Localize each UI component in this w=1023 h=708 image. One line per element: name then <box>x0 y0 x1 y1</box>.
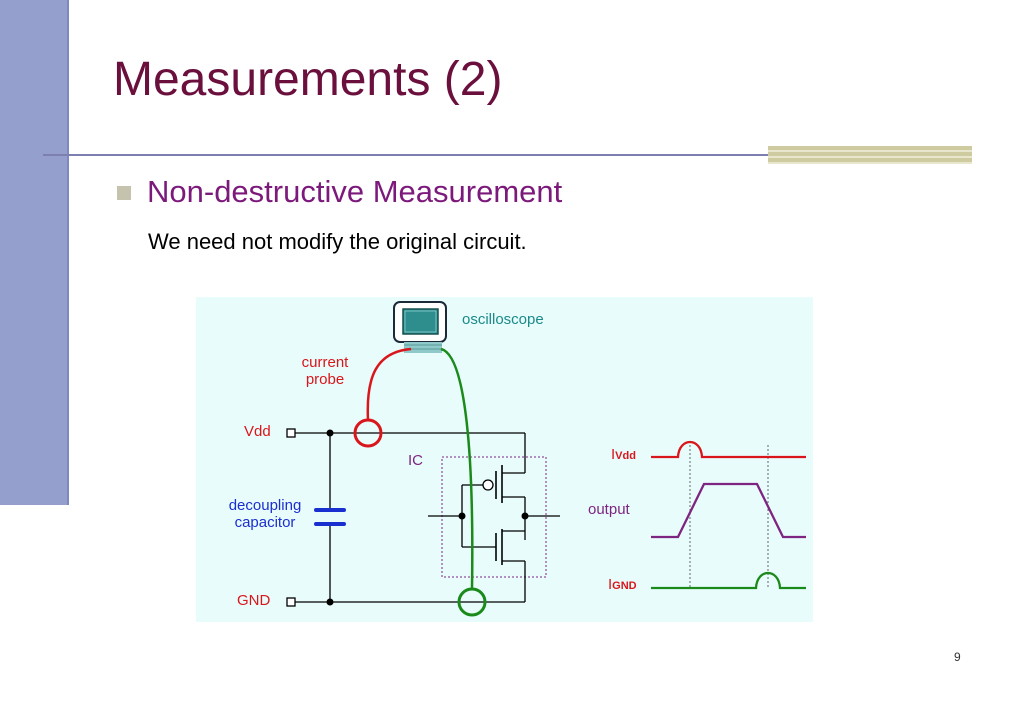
decoupling-label-line2: capacitor <box>234 514 296 531</box>
gnd-probe-wire <box>440 347 474 590</box>
sub-text: We need not modify the original circuit. <box>148 229 527 254</box>
decoupling-label-line1: decoupling <box>228 497 302 514</box>
current-probe-label: current probe <box>290 354 360 388</box>
current-probe-label-line2: probe <box>305 371 345 388</box>
ignd-label: IGND <box>608 576 637 593</box>
oscilloscope-label: oscilloscope <box>462 311 544 328</box>
gnd-label: GND <box>237 592 271 609</box>
current-probe-gnd <box>457 587 487 617</box>
ic-box <box>441 456 547 578</box>
current-probe-vdd <box>353 418 383 448</box>
capacitor-icon <box>314 508 346 526</box>
left-decor-bar <box>0 0 69 505</box>
page-number: 9 <box>954 650 961 664</box>
bullet-square-icon <box>117 186 131 200</box>
title-rule <box>43 154 768 156</box>
ignd-waveform <box>651 571 806 590</box>
bullet-text: Non-destructive Measurement <box>147 174 563 209</box>
oscilloscope-icon <box>393 301 447 353</box>
ignd-label-sub: GND <box>612 580 637 592</box>
measurement-diagram: oscilloscope current probe Vdd GND IC de… <box>196 297 813 622</box>
title-rule-accent <box>768 146 972 164</box>
ignd-label-main: I <box>608 576 613 593</box>
vdd-label: Vdd <box>244 423 271 440</box>
current-probe-wire <box>366 347 412 421</box>
ivdd-waveform <box>651 440 806 459</box>
vdd-terminal <box>286 428 296 438</box>
output-waveform <box>651 482 806 539</box>
ic-label: IC <box>408 452 423 469</box>
circuit-drawing <box>286 301 806 617</box>
gnd-terminal <box>286 597 296 607</box>
decoupling-capacitor-label: decoupling capacitor <box>216 497 314 531</box>
current-probe-label-line1: current <box>301 354 349 371</box>
slide-title: Measurements (2) <box>113 53 503 106</box>
ivdd-label-main: I <box>611 446 616 463</box>
output-label: output <box>588 501 630 518</box>
ivdd-label-sub: Vdd <box>615 450 636 462</box>
ivdd-label: IVdd <box>611 446 636 463</box>
